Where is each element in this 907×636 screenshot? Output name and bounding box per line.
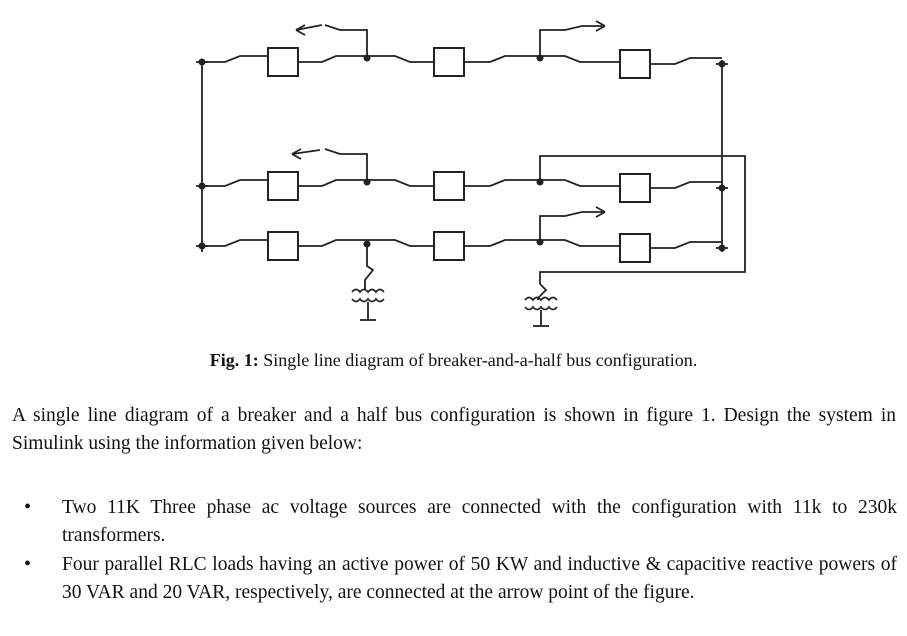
intro-paragraph: A single line diagram of a breaker and a… xyxy=(12,405,896,454)
list-item-text: Two 11K Three phase ac voltage sources a… xyxy=(62,497,897,546)
breaker xyxy=(267,171,299,201)
bay-row-3 xyxy=(202,206,722,263)
breaker xyxy=(433,171,465,201)
transformer-symbol-2 xyxy=(524,283,558,327)
breaker xyxy=(619,49,651,79)
figure-label: Fig. 1: xyxy=(209,350,259,370)
figure-caption: Fig. 1: Single line diagram of breaker-a… xyxy=(0,350,907,371)
single-line-diagram xyxy=(196,20,746,327)
breaker xyxy=(433,231,465,261)
bullet-icon: • xyxy=(24,496,32,518)
breaker xyxy=(433,47,465,77)
transformer-symbol-1 xyxy=(351,244,385,321)
breaker xyxy=(267,47,299,77)
bay-row-1 xyxy=(202,20,722,79)
list-item: • Four parallel RLC loads having an activ… xyxy=(22,551,897,606)
requirements-list: • Two 11K Three phase ac voltage sources … xyxy=(22,494,897,608)
list-item-text: Four parallel RLC loads having an active… xyxy=(62,554,897,603)
bullet-icon: • xyxy=(24,553,32,575)
figure-caption-text: Single line diagram of breaker-and-a-hal… xyxy=(258,350,698,370)
list-item: • Two 11K Three phase ac voltage sources … xyxy=(22,494,897,549)
breaker xyxy=(619,233,651,263)
breaker xyxy=(619,173,651,203)
bay-row-2 xyxy=(202,148,746,284)
breaker xyxy=(267,231,299,261)
